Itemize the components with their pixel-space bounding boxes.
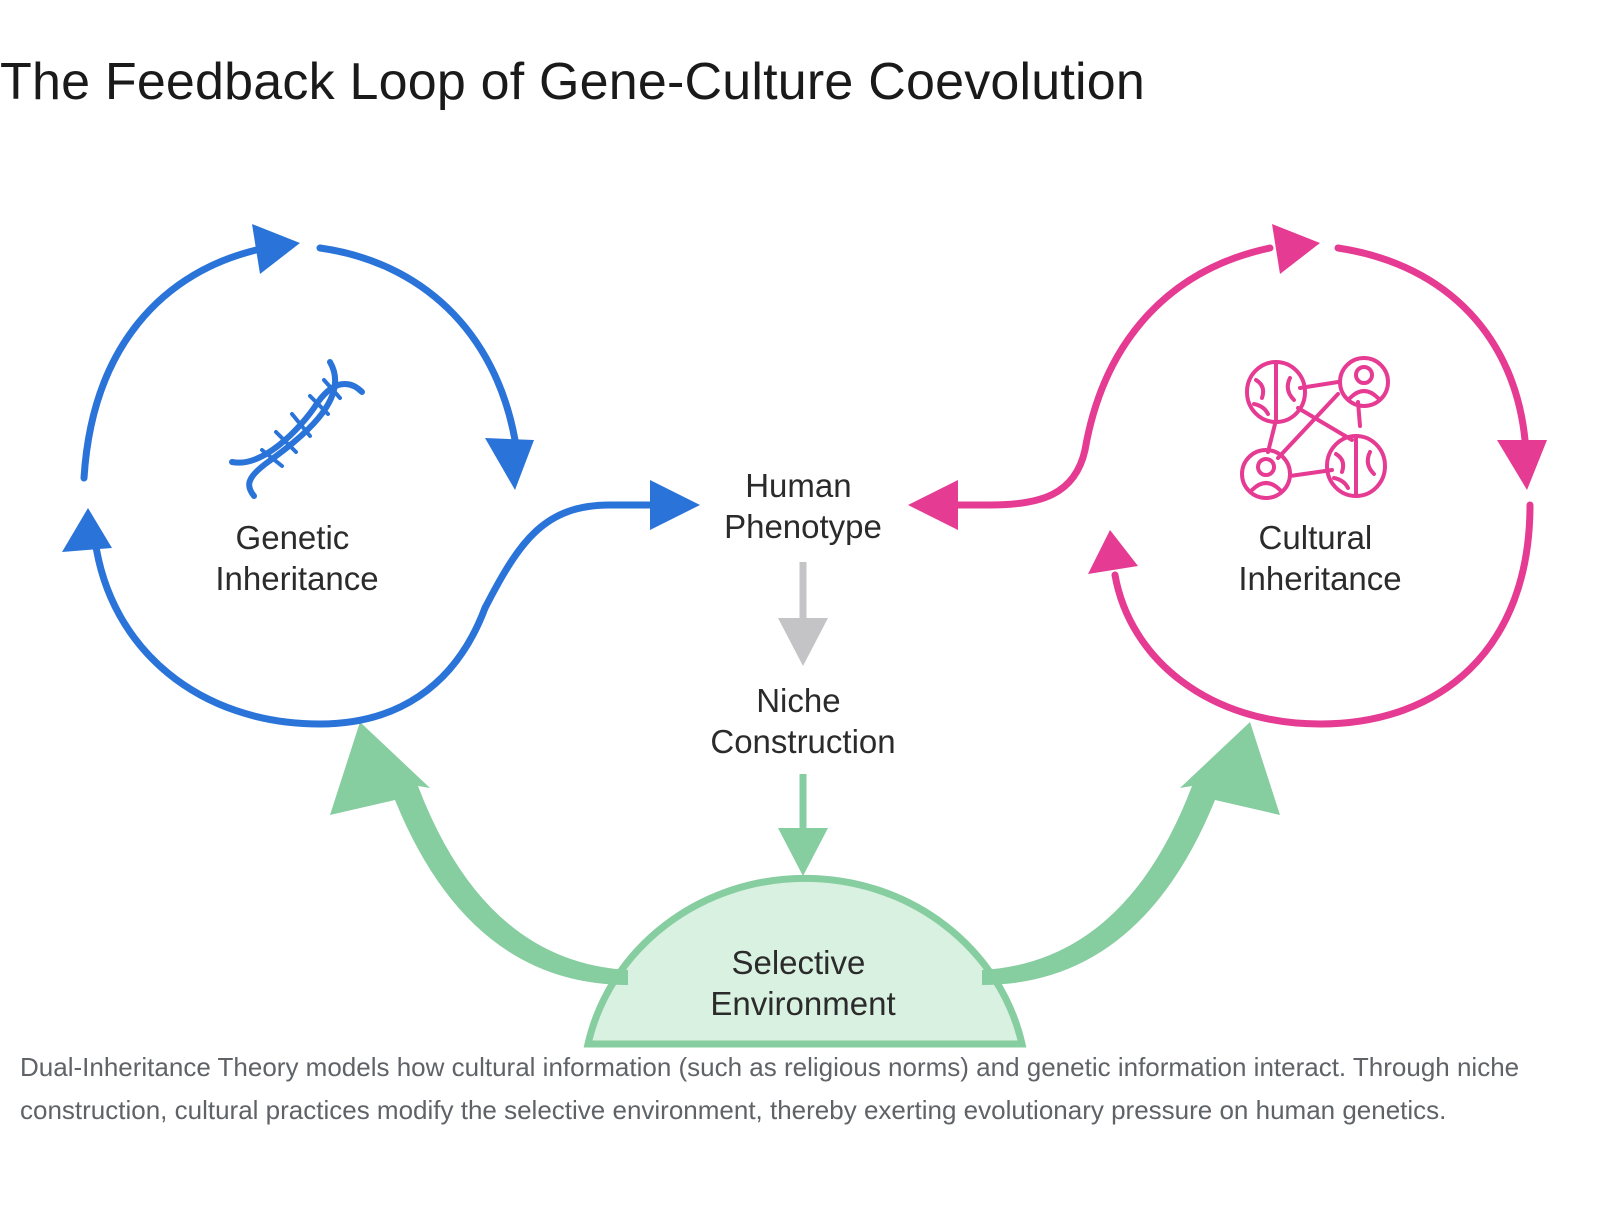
label-line: Human	[745, 467, 851, 504]
brain-network-icon	[1240, 356, 1390, 500]
environment-to-cultural-arrow	[982, 722, 1280, 985]
environment-to-genetic-arrow	[330, 722, 628, 985]
genetic-to-phenotype-arrow	[481, 501, 664, 612]
brain-glyph	[1325, 434, 1387, 498]
person-glyph	[1240, 448, 1292, 500]
label-line: Niche	[756, 682, 840, 719]
page-title: The Feedback Loop of Gene-Culture Coevol…	[0, 53, 1146, 111]
label-line: Cultural	[1259, 519, 1373, 556]
cultural-arrowhead-top	[1272, 224, 1320, 274]
label-line: Inheritance	[215, 560, 378, 597]
human-phenotype-label: Human Phenotype	[724, 467, 882, 545]
figure-caption: Dual-Inheritance Theory models how cultu…	[20, 1052, 1520, 1125]
selective-environment-label: Selective Environment	[710, 944, 895, 1022]
label-line: Phenotype	[724, 508, 882, 545]
dna-icon	[229, 359, 365, 499]
genetic-loop-top-right-arc	[316, 244, 519, 444]
genetic-loop	[80, 244, 664, 728]
genetic-arrowhead-left	[62, 508, 112, 552]
genetic-arrowhead-top	[252, 224, 300, 274]
phenotype-to-niche-arrow	[778, 562, 828, 666]
label-line: Environment	[710, 985, 895, 1022]
cultural-loop-top-left-arc	[1081, 244, 1274, 454]
genetic-arrowhead-right	[485, 438, 534, 490]
cultural-inheritance-label: Cultural Inheritance	[1238, 519, 1401, 597]
genetic-loop-top-left-arc	[80, 244, 269, 482]
cultural-loop-bottom-arc	[1111, 501, 1534, 728]
genetic-loop-bottom-arc	[91, 536, 489, 728]
cultural-to-phenotype-arrow	[951, 446, 1089, 509]
label-line: Construction	[710, 723, 895, 760]
cultural-arrowhead-left	[1088, 530, 1138, 574]
genetic-arrowhead-phenotype	[650, 480, 700, 530]
brain-glyph	[1245, 360, 1307, 424]
selective-environment	[330, 722, 1280, 1048]
label-line: Genetic	[236, 519, 350, 556]
cultural-arrowhead-phenotype	[908, 480, 958, 530]
cultural-arrowhead-right	[1497, 440, 1547, 490]
cultural-loop-top-right-arc	[1334, 244, 1529, 444]
genetic-arrowheads	[62, 224, 700, 552]
label-line: Inheritance	[1238, 560, 1401, 597]
label-line: Selective	[731, 944, 865, 981]
genetic-inheritance-label: Genetic Inheritance	[215, 519, 378, 597]
niche-to-environment-arrow	[778, 774, 828, 876]
niche-construction-label: Niche Construction	[710, 682, 895, 760]
cultural-loop	[951, 244, 1534, 728]
cultural-arrowheads	[908, 224, 1547, 574]
person-glyph	[1338, 356, 1390, 408]
